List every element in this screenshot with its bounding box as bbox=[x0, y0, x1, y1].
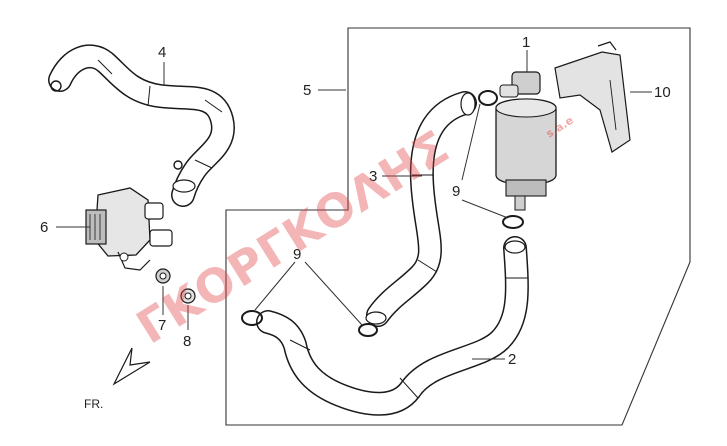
callout-3: 3 bbox=[369, 168, 377, 185]
canister-part-1 bbox=[495, 71, 557, 211]
washer-part-8 bbox=[180, 288, 196, 304]
fitting-part-7 bbox=[155, 268, 171, 284]
hose-part-3 bbox=[365, 91, 477, 327]
front-direction-arrow-icon bbox=[112, 347, 151, 386]
callout-10: 10 bbox=[654, 84, 671, 101]
callout-9b: 9 bbox=[452, 183, 460, 200]
callout-6: 6 bbox=[40, 219, 48, 236]
leader-lines bbox=[56, 50, 652, 360]
bracket-part-10 bbox=[554, 41, 631, 153]
callout-8: 8 bbox=[183, 333, 191, 350]
clamp-part-9b bbox=[478, 90, 524, 229]
assembly-frame-5 bbox=[225, 27, 691, 426]
clamp-part-9a bbox=[241, 310, 378, 337]
callout-2: 2 bbox=[508, 351, 516, 368]
hose-part-4 bbox=[48, 44, 235, 207]
callout-7: 7 bbox=[158, 317, 166, 334]
watermark-text: ΓΚΟΡΓΚΟΛΗΣ bbox=[127, 119, 459, 354]
callout-1: 1 bbox=[522, 34, 530, 51]
callout-4: 4 bbox=[158, 44, 166, 61]
front-direction-label: FR. bbox=[84, 397, 103, 411]
hose-part-2 bbox=[256, 236, 529, 416]
valve-part-6 bbox=[85, 187, 173, 271]
callout-9a: 9 bbox=[293, 246, 301, 263]
callout-5: 5 bbox=[303, 82, 311, 99]
